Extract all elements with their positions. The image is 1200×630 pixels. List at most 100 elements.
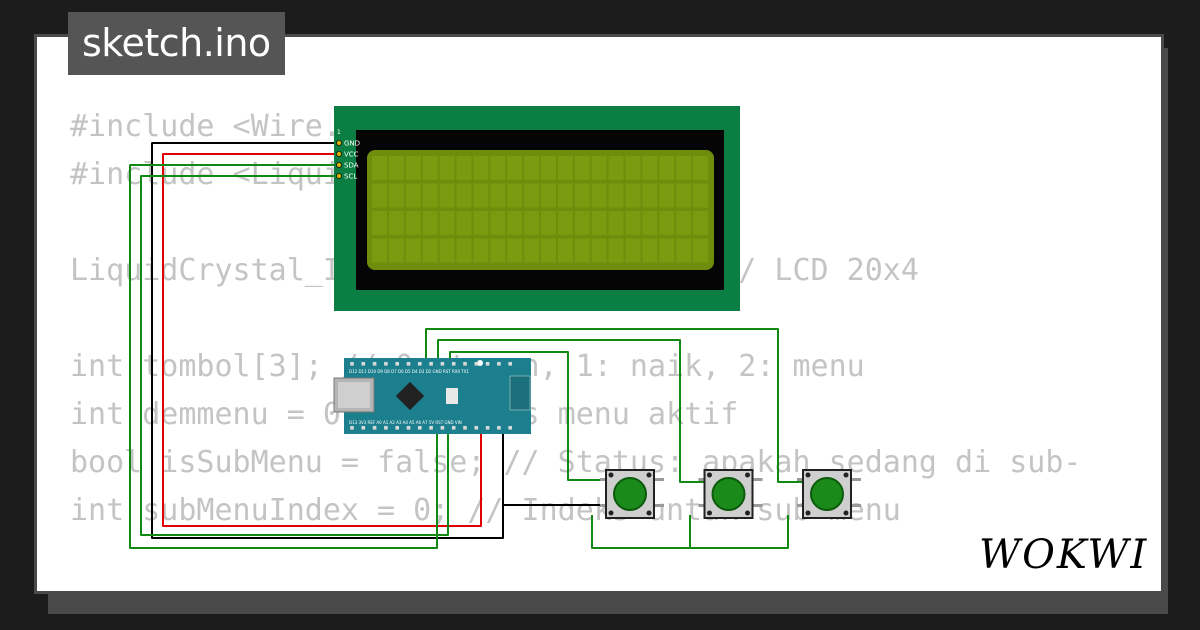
- button-3[interactable]: [797, 469, 861, 519]
- button-cap[interactable]: [613, 477, 647, 511]
- nano-pin-top[interactable]: [485, 362, 490, 366]
- lcd-cell: [507, 183, 523, 208]
- nano-pin-bottom[interactable]: [463, 426, 467, 430]
- nano-pin-bottom[interactable]: [361, 426, 366, 430]
- nano-pin-bottom[interactable]: [474, 426, 479, 430]
- lcd-pin-label: GND: [344, 140, 360, 148]
- lcd-cell: [456, 211, 472, 235]
- nano-pin-bottom[interactable]: [508, 426, 512, 430]
- lcd-cell: [372, 238, 387, 263]
- wire-sda[interactable]: [129, 164, 438, 549]
- lcd-cell: [625, 156, 641, 180]
- lcd-cell: [439, 238, 455, 263]
- lcd-cell: [574, 211, 590, 235]
- nano-pin-bottom[interactable]: [440, 426, 445, 430]
- nano-pin-bottom[interactable]: [429, 426, 433, 430]
- nano-chip: [395, 381, 425, 411]
- lcd-cell: [473, 156, 489, 180]
- lcd-cell: [372, 183, 387, 208]
- nano-pin-bottom[interactable]: [395, 426, 399, 430]
- lcd-cell: [541, 156, 556, 180]
- button-corner: [608, 472, 614, 478]
- lcd-cell: [473, 238, 489, 263]
- lcd-cell: [557, 211, 573, 235]
- lcd-cell: [473, 211, 489, 235]
- wire-button-3[interactable]: [425, 328, 805, 483]
- nano-pin-bottom[interactable]: [497, 426, 501, 430]
- code-line: // Daftar menu: [70, 583, 1081, 591]
- wire-button-gnd-1[interactable]: [591, 515, 691, 549]
- lcd-cell: [372, 156, 387, 180]
- lcd-cell: [490, 156, 506, 180]
- lcd-cell: [659, 238, 675, 263]
- button-corner: [707, 510, 712, 516]
- lcd-pin-scl[interactable]: [335, 172, 342, 179]
- nano-pin-top[interactable]: [429, 362, 433, 366]
- lcd-cell: [524, 156, 540, 180]
- lcd-cell: [659, 156, 675, 180]
- nano-pin-top[interactable]: [440, 362, 445, 366]
- wire-scl[interactable]: [140, 175, 449, 536]
- button-leg: [851, 504, 861, 507]
- wire-button-gnd-2[interactable]: [690, 515, 789, 549]
- wires: [129, 142, 805, 549]
- nano-pin-bottom[interactable]: [406, 426, 411, 430]
- lcd-cell: [557, 156, 573, 180]
- lcd-cell: [422, 156, 438, 180]
- lcd-cell: [422, 238, 438, 263]
- lcd-pin-sda[interactable]: [335, 161, 342, 168]
- wire-nano-gnd[interactable]: [502, 430, 608, 506]
- lcd-cell: [608, 211, 624, 235]
- lcd-cell: [405, 211, 421, 235]
- nano-pin-top[interactable]: [497, 362, 501, 366]
- lcd-cell: [591, 238, 607, 263]
- nano-pin-bottom[interactable]: [350, 426, 354, 430]
- lcd-cell: [422, 211, 438, 235]
- lcd-pin-label: SDA: [344, 162, 359, 170]
- lcd-cell: [490, 211, 506, 235]
- lcd-cell: [676, 156, 692, 180]
- button-2[interactable]: [698, 469, 763, 519]
- wire-button-1[interactable]: [449, 351, 608, 481]
- lcd-cell: [541, 238, 556, 263]
- button-corner: [646, 510, 652, 516]
- nano-pin-top[interactable]: [372, 362, 377, 366]
- nano-pin-top[interactable]: [361, 362, 366, 366]
- nano-pin-bottom[interactable]: [384, 426, 388, 430]
- wire-button-2[interactable]: [437, 339, 706, 483]
- nano-pin-bottom[interactable]: [372, 426, 377, 430]
- lcd-cell: [388, 238, 404, 263]
- button-corner: [608, 510, 614, 516]
- nano-pin-top[interactable]: [395, 362, 399, 366]
- wire-vcc[interactable]: [162, 153, 482, 527]
- button-cap[interactable]: [711, 477, 746, 511]
- wokwi-logo-text: WOKWI: [979, 532, 1148, 578]
- nano-pin-top[interactable]: [508, 362, 512, 366]
- lcd-cell: [388, 211, 404, 235]
- sketch-title[interactable]: sketch.ino: [68, 12, 285, 75]
- lcd-cell: [625, 211, 641, 235]
- button-1[interactable]: [600, 469, 664, 519]
- lcd-cell: [693, 183, 709, 208]
- nano-pin-top[interactable]: [474, 362, 479, 366]
- nano-pin-top[interactable]: [451, 362, 456, 366]
- button-cap[interactable]: [810, 477, 844, 511]
- nano-pin-top[interactable]: [406, 362, 411, 366]
- nano-pin-bottom[interactable]: [418, 426, 422, 430]
- nano-pin-bottom[interactable]: [451, 426, 456, 430]
- nano-pin-top[interactable]: [418, 362, 422, 366]
- nano-reset-button[interactable]: [446, 388, 458, 404]
- lcd-pin-gnd[interactable]: [335, 139, 342, 146]
- lcd-pin-vcc[interactable]: [335, 150, 342, 157]
- nano-pin-top[interactable]: [463, 362, 467, 366]
- lcd-cell: [642, 156, 658, 180]
- lcd-cell: [524, 238, 540, 263]
- button-leg: [752, 478, 763, 481]
- nano-pin-top[interactable]: [384, 362, 388, 366]
- nano-pin-bottom[interactable]: [485, 426, 490, 430]
- nano-pin-top[interactable]: [350, 362, 354, 366]
- lcd-cell: [574, 183, 590, 208]
- arduino-nano[interactable]: D12 D11 D10 D9 D8 D7 D6 D5 D4 D3 D2 GND …: [333, 358, 531, 434]
- code-line: bool isSubMenu = false; // Status: apaka…: [70, 445, 1082, 480]
